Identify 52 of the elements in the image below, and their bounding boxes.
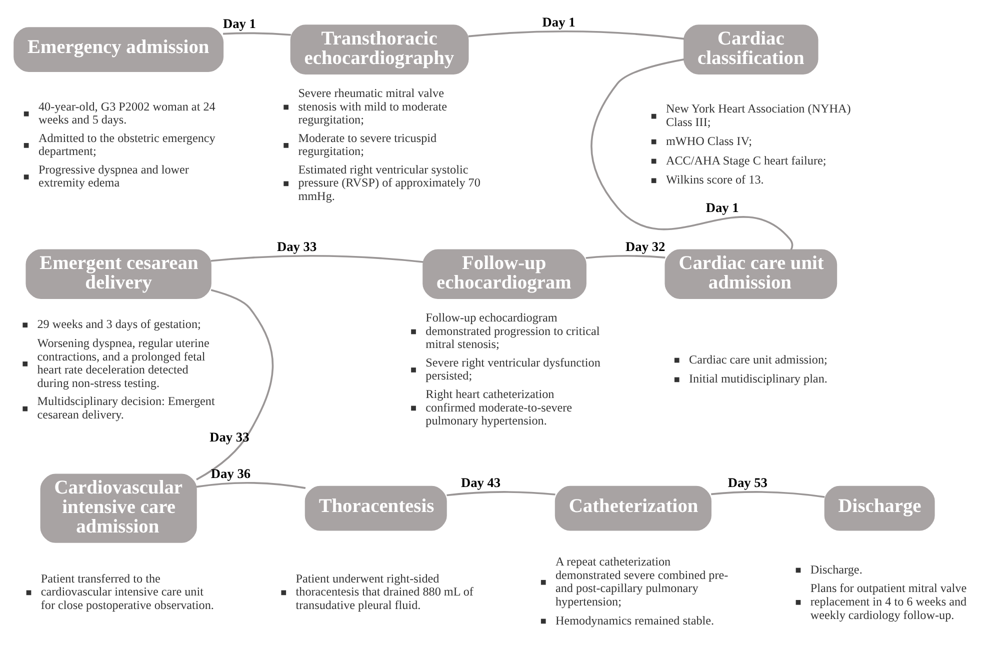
connector — [711, 490, 825, 498]
node-label: Multidsciplinary decision: Emergent cesarean delivery. — [37, 394, 215, 422]
node-label: 40-year-old, G3 P2002 woman at 24 weeks and 5 days. — [38, 98, 216, 126]
connector — [468, 30, 684, 40]
node-box: Emergency admission — [14, 26, 224, 72]
edge-label: Day 1 — [222, 16, 256, 31]
node-box: Cardiovascular intensive care admission — [40, 473, 197, 542]
node-box: Discharge — [824, 485, 935, 530]
node-box: Catheterization — [554, 485, 712, 530]
node-label: Plans for outpatient mitral valve replacement in 4 to 6 weeks and weekly cardiology follow-up. — [810, 580, 967, 622]
edge-label: Day 43 — [460, 474, 501, 490]
node-label: 29 weeks and 3 days of gestation; — [37, 316, 201, 331]
connector — [586, 254, 666, 258]
node-label: Patient transferred to the cardiovascular intensive care unit for close postoperative observation. — [40, 570, 214, 612]
node-label: Cardiac care unit admission; — [689, 352, 828, 366]
edge-label: Day 33 — [210, 428, 250, 444]
node-label: Follow-up echocardiogram demonstrated progression to critical mitral stenosis; — [426, 310, 600, 351]
edge-label: Day 1 — [542, 14, 576, 29]
connector — [223, 32, 291, 36]
connector — [446, 490, 556, 496]
node-label: Severe rheumatic mitral valve stenosis with mild to moderate regurgitation; — [298, 85, 448, 126]
edge-label: Day 53 — [728, 474, 768, 490]
node-label: Right heart catheterization confirmed moderate-to-severe pulmonary hypertension. — [426, 386, 572, 428]
node-box: Cardiac classification — [684, 24, 818, 74]
edge-label: Day 32 — [626, 238, 666, 254]
node-box: Follow-up echocardiogram — [422, 248, 586, 298]
edge-label: Day 36 — [210, 465, 251, 480]
connector — [196, 481, 306, 488]
node-label: Wilkins score of 13. — [666, 172, 764, 186]
node-label: Severe right ventricular dysfunction persisted; — [426, 354, 600, 382]
node-label: Progressive dyspnea and lower extremity edema — [38, 162, 189, 190]
connector — [590, 58, 794, 250]
node-label: Hemodynamics remained stable. — [556, 612, 714, 627]
node-label: Initial mutidisciplinary plan. — [689, 371, 828, 386]
connector — [196, 288, 274, 480]
edge-label: Day 33 — [276, 238, 317, 254]
node-label: Moderate to severe tricuspid regurgitation; — [298, 130, 437, 158]
node-box: Emergent cesarean delivery — [26, 248, 212, 298]
node-box: Cardiac care unit admission — [664, 248, 838, 298]
node-box: Thoracentesis — [304, 485, 447, 530]
node-box: Transthoracic echocardiography — [290, 24, 469, 74]
node-label: Admitted to the obstetric emergency department; — [38, 130, 216, 158]
connector — [210, 254, 424, 262]
node-label: Patient underwent right-sided thoracentesis that drained 880 mL of transudative pleural fluid. — [296, 570, 474, 612]
node-label: ACC/AHA Stage C heart failure; — [666, 152, 826, 167]
node-label: A repeat catheterization demonstrated severe combined pre- and post-capillary pulmonary hypertension; — [556, 554, 728, 608]
node-label: mWHO Class IV; — [666, 133, 752, 148]
node-label: New York Heart Association (NYHA) Class III; — [666, 101, 851, 129]
node-label: Discharge. — [810, 562, 862, 576]
node-label: Worsening dyspnea, regular uterine contractions, and a prolonged fetal heart rate deceleration detected during non-stress testing. — [37, 335, 210, 390]
edge-label: Day 1 — [706, 199, 739, 214]
node-label: Estimated right ventricular systolic pressure (RVSP) of approximately 70 mmHg. — [298, 162, 480, 203]
